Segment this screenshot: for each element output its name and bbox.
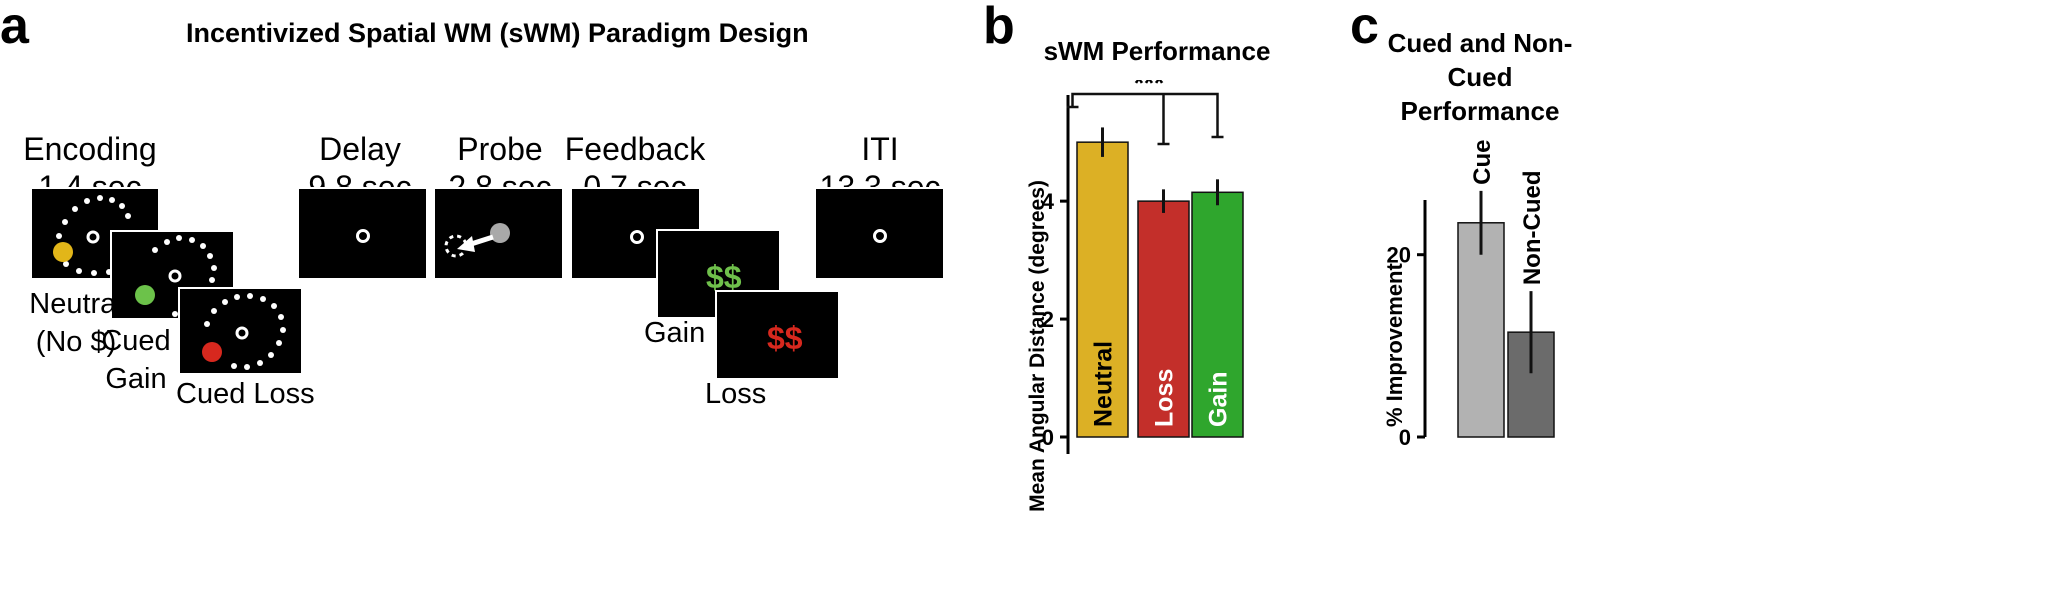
bar-non-cued [1507, 331, 1555, 438]
bar-label-neutral: Neutral [1090, 341, 1118, 427]
bar-neutral [1076, 141, 1129, 438]
fixation-icon [630, 230, 644, 244]
caption-neutral-line2: (No $) [35, 326, 117, 358]
caption-cued-gain: Cued Gain [100, 322, 172, 398]
neutral-cue-dot [53, 242, 73, 262]
probe-screen [433, 187, 564, 280]
cued-title-line1: Cued and Non- [1387, 28, 1573, 58]
probe-arrow-icon [444, 223, 510, 258]
paradigm-title: Incentivized Spatial WM (sWM) Paradigm D… [186, 18, 809, 48]
caption-feedback-gain: Gain [644, 317, 706, 349]
caption-gain-line2: Gain [105, 363, 167, 395]
caption-neutral: Neutral (No $) [20, 285, 132, 361]
swm-chart-title: sWM Performance [1043, 36, 1271, 66]
cued-title-line2: Cued [1447, 62, 1513, 92]
y-tick-label: 0 [1042, 425, 1054, 450]
panel-letter-b: b [983, 0, 1015, 55]
bar-gain [1191, 191, 1244, 438]
panel-letter-c: c [1350, 0, 1379, 55]
stage-name: Probe [457, 131, 543, 167]
bar-label-loss: Loss [1151, 369, 1179, 427]
y-tick-label: 4 [1042, 189, 1055, 214]
stage-name: Feedback [564, 131, 706, 167]
caption-gain-line1: Cued [101, 325, 171, 357]
panel-letter-a: a [0, 0, 29, 55]
delay-screen [297, 187, 428, 280]
iti-screen [814, 187, 945, 280]
stage-name: Delay [319, 131, 401, 167]
loss-money-symbol: $$ [767, 320, 803, 356]
memory-array-dots [202, 293, 286, 370]
stage-name: Encoding [23, 131, 157, 167]
caption-feedback-loss: Loss [705, 378, 767, 410]
cued-title-line3: Performance [1400, 96, 1560, 126]
gain-money-symbol: $$ [706, 259, 742, 295]
loss-cue-dot [202, 342, 222, 362]
bar-label-gain: Gain [1205, 371, 1233, 427]
fixation-icon [873, 229, 887, 243]
gain-cue-dot [135, 285, 155, 305]
y-tick-label: 2 [1042, 307, 1054, 332]
y-axis-label: % Improvement [1382, 263, 1407, 427]
cued-chart-title: Cued and Non- Cued Performance [1385, 26, 1575, 128]
significance-stars: *** [1134, 80, 1165, 98]
fixation-icon [356, 229, 370, 243]
y-axis-label: Mean Angular Distance (degrees) [1026, 180, 1049, 512]
significance-bracket [1071, 92, 1219, 137]
bar-loss [1137, 200, 1190, 438]
encoding-screen-loss [178, 287, 303, 375]
y-tick-label: 0 [1399, 425, 1411, 450]
feedback-loss-screen: $$ [715, 290, 840, 380]
caption-cued-loss: Cued Loss [176, 378, 315, 410]
bar-label-cued: Cued [1469, 140, 1496, 185]
bar-cued [1457, 222, 1505, 438]
bar-label-non-cued: Non-Cued [1519, 170, 1546, 285]
y-tick-label: 20 [1387, 243, 1411, 268]
stage-name: ITI [861, 131, 899, 167]
caption-neutral-line1: Neutral [29, 288, 123, 320]
